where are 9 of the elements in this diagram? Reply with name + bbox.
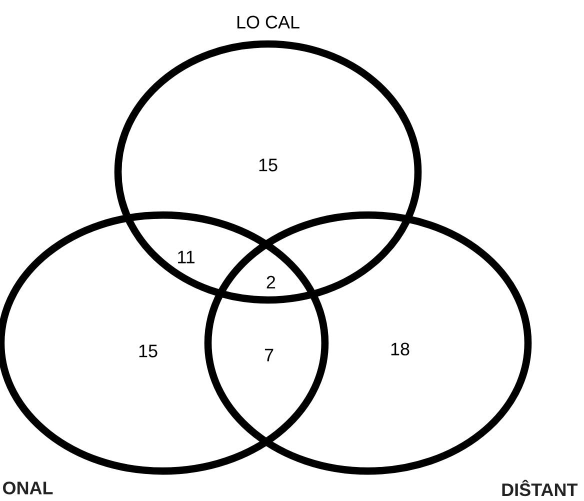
region-count: 15 [139, 344, 158, 358]
region-count: 11 [178, 250, 194, 264]
region-count: 15 [259, 158, 278, 172]
set-label: DIŜTANT [502, 480, 578, 496]
set-label: LO CAL [237, 16, 300, 28]
region-count: 18 [391, 342, 410, 356]
region-count: 2 [266, 276, 276, 288]
set-label: ONAL [3, 482, 53, 494]
region-count: 7 [265, 348, 274, 362]
